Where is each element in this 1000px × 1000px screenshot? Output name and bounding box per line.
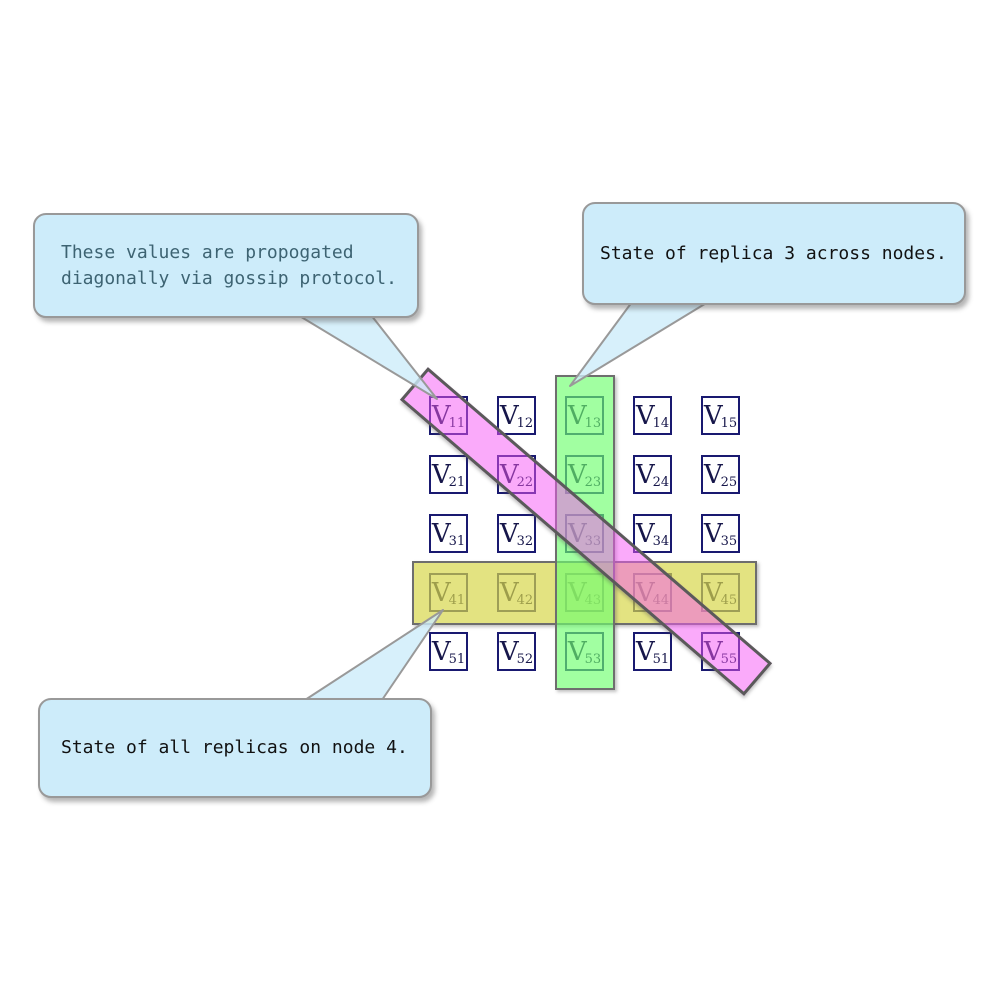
cell-letter: V (635, 518, 655, 549)
cell-subscript: 51 (652, 652, 670, 667)
cell-letter: V (635, 636, 655, 667)
cell-subscript: 21 (448, 475, 466, 490)
callout-gossip: These values are propogated diagonally v… (33, 213, 419, 318)
cell-letter: V (431, 459, 451, 490)
cell-subscript: 32 (516, 534, 534, 549)
cell-subscript: 15 (720, 416, 738, 431)
cell-subscript: 34 (652, 534, 670, 549)
cell-letter: V (431, 518, 451, 549)
callout-gossip-line1: These values are propogated (61, 241, 354, 263)
cell-subscript: 25 (720, 475, 738, 490)
cell-subscript: 35 (720, 534, 738, 549)
cell-letter: V (703, 518, 723, 549)
callout-replica: State of replica 3 across nodes. (582, 202, 966, 305)
cell-letter: V (499, 636, 519, 667)
cell-subscript: 14 (652, 416, 670, 431)
cell-subscript: 52 (516, 652, 534, 667)
cell-letter: V (703, 459, 723, 490)
cell-subscript: 31 (448, 534, 466, 549)
callout-tail-replica (569, 301, 709, 387)
cell-letter: V (635, 400, 655, 431)
cell-subscript: 24 (652, 475, 670, 490)
cell-letter: V (635, 459, 655, 490)
callout-gossip-line2: diagonally via gossip protocol. (61, 267, 397, 289)
cell-letter: V (703, 400, 723, 431)
cell-letter: V (499, 400, 519, 431)
callout-node-text: State of all replicas on node 4. (61, 737, 408, 758)
callout-replica-text: State of replica 3 across nodes. (600, 242, 947, 264)
callout-node: State of all replicas on node 4. (38, 698, 432, 798)
cell-letter: V (499, 518, 519, 549)
cell-subscript: 51 (448, 652, 466, 667)
cell-subscript: 12 (516, 416, 534, 431)
